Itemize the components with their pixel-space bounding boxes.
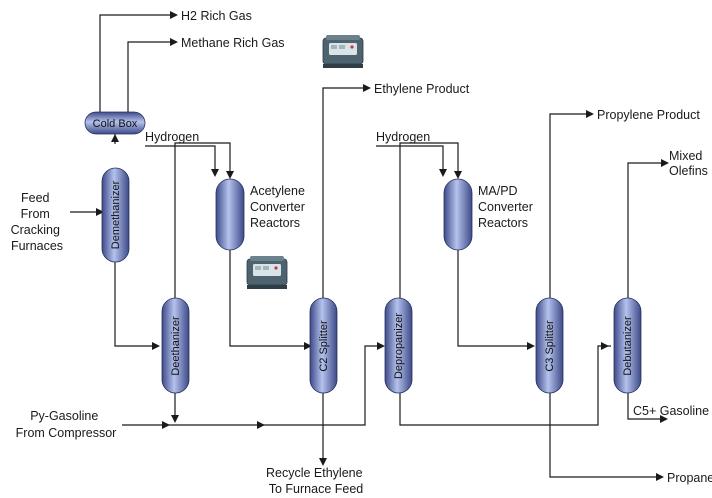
h2-rich-gas-label: H2 Rich Gas — [181, 9, 252, 23]
c5-gasoline-label: C5+ Gasoline — [633, 404, 709, 418]
c2-splitter-label: C2 Splitter — [318, 320, 330, 372]
mapd-reactors-label: MA/PD Converter Reactors — [478, 184, 536, 230]
cold-box-vessel: Cold Box — [84, 111, 146, 135]
propylene-product-label: Propylene Product — [597, 108, 700, 122]
c2-splitter-column: C2 Splitter — [309, 297, 338, 394]
ethylene-product-label: Ethylene Product — [374, 82, 470, 96]
c3-splitter-label: C3 Splitter — [544, 320, 556, 372]
demethanizer-column: Demethanizer — [101, 167, 130, 263]
analyzer-device-icon — [322, 34, 364, 69]
hydrogen-label: Hydrogen — [145, 130, 199, 144]
recycle-ethylene-label: Recycle Ethylene To Furnace Feed — [266, 466, 366, 496]
depropanizer-column: Depropanizer — [384, 297, 413, 394]
py-gasoline-label: Py-Gasoline From Compressor — [16, 409, 117, 440]
cold-box-label: Cold Box — [93, 118, 138, 130]
analyzer-device-icon — [246, 255, 288, 290]
debutanizer-label: Debutanizer — [622, 316, 634, 376]
mixed-olefins-label: Mixed Olefins — [669, 149, 708, 178]
propane-label: Propane — [667, 471, 712, 485]
deethanizer-column: Deethanizer — [161, 297, 190, 394]
flow-arrowheads — [96, 11, 669, 481]
mapd-converter-reactor — [443, 178, 473, 251]
demethanizer-label: Demethanizer — [110, 180, 122, 249]
methane-rich-gas-label: Methane Rich Gas — [181, 36, 285, 50]
c3-splitter-column: C3 Splitter — [535, 297, 564, 394]
acetylene-converter-reactor — [215, 178, 245, 251]
acetylene-reactors-label: Acetylene Converter Reactors — [250, 184, 308, 230]
depropanizer-label: Depropanizer — [393, 313, 405, 379]
deethanizer-label: Deethanizer — [170, 316, 182, 376]
piping-lines — [70, 14, 663, 478]
hydrogen-label: Hydrogen — [376, 130, 430, 144]
debutanizer-column: Debutanizer — [613, 297, 642, 394]
feed-label: Feed From Cracking Furnaces — [11, 191, 64, 253]
